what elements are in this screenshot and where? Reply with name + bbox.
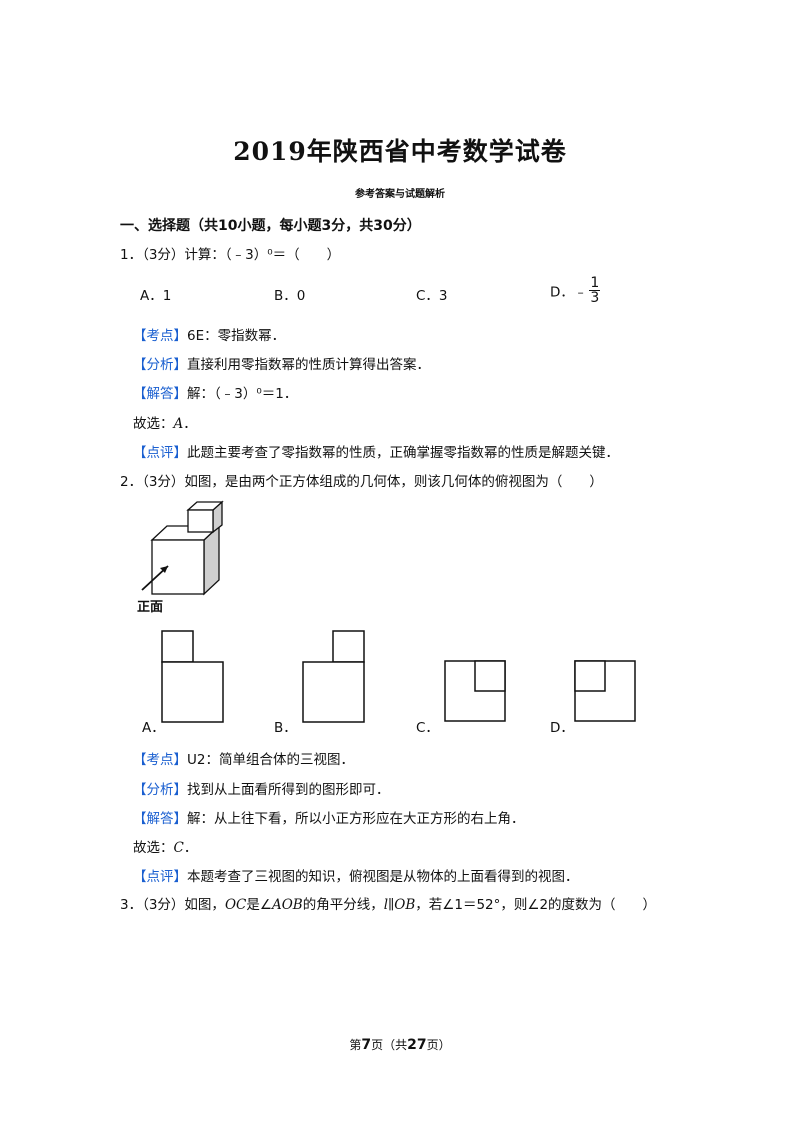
q3-oc: OC	[224, 897, 247, 913]
answer-prefix: 故选：	[133, 840, 174, 856]
two-cubes-figure	[141, 500, 224, 596]
answer-choice: C	[173, 840, 184, 856]
q2-option-a-figure	[161, 630, 224, 723]
q1-answer: 故选：A．	[133, 412, 197, 432]
answer-suffix: ．	[183, 840, 198, 856]
page-total: 27	[407, 1037, 427, 1053]
section-heading: 一、选择题（共10小题，每小题3分，共30分）	[120, 218, 421, 234]
q1-option-b: B．0	[274, 288, 306, 304]
q2-option-d: D．	[550, 720, 574, 736]
q1-kaodian: 【考点】6E：零指数幂．	[133, 324, 285, 344]
q2-answer: 故选：C．	[133, 836, 197, 856]
fenxi-tag: 【分析】	[133, 357, 187, 373]
dianping-tag: 【点评】	[133, 869, 187, 885]
answer-prefix: 故选：	[133, 416, 174, 432]
fraction-denominator: 3	[590, 290, 600, 306]
q2-fenxi: 【分析】找到从上面看所得到的图形即可．	[133, 778, 390, 798]
q1-option-a: A．1	[140, 288, 172, 304]
q3-stem-part: 是∠	[246, 897, 272, 913]
jieda-tag: 【解答】	[133, 811, 187, 827]
page-subtitle: 参考答案与试题解析	[355, 189, 445, 200]
dianping-text: 本题考查了三视图的知识，俯视图是从物体的上面看得到的视图．	[187, 869, 579, 885]
q3-stem-part: 3．（3分）如图，	[120, 897, 225, 913]
q1-dianping: 【点评】此题主要考查了零指数幂的性质，正确掌握零指数幂的性质是解题关键．	[133, 441, 619, 461]
answer-suffix: ．	[183, 416, 197, 432]
figure-label-front: 正面	[137, 600, 164, 615]
footer-text: 页）	[426, 1038, 451, 1052]
q3-stem-part: 的角平分线，	[302, 897, 384, 913]
fenxi-text: 找到从上面看所得到的图形即可．	[187, 782, 390, 798]
q2-stem: 2．（3分）如图，是由两个正方体组成的几何体，则该几何体的俯视图为（ ）	[120, 474, 603, 490]
q2-option-d-figure	[574, 660, 636, 722]
q2-jieda: 【解答】解：从上往下看，所以小正方形应在大正方形的右上角．	[133, 807, 525, 827]
q1-option-c: C．3	[416, 288, 448, 304]
footer-text: 第	[349, 1038, 362, 1052]
q2-option-b-figure	[302, 630, 365, 723]
q1-option-d-prefix: D．﹣	[550, 284, 588, 301]
jieda-text: 解：从上往下看，所以小正方形应在大正方形的右上角．	[187, 811, 525, 827]
jieda-text: 解：（﹣3）⁰＝1．	[187, 386, 298, 402]
page-title: 2019年陕西省中考数学试卷	[233, 137, 567, 166]
answer-choice: A	[173, 416, 184, 432]
q3-stem: 3．（3分）如图，OC是∠AOB的角平分线，l∥OB，若∠1＝52°，则∠2的度…	[120, 893, 656, 913]
fenxi-text: 直接利用零指数幂的性质计算得出答案．	[187, 357, 430, 373]
dianping-text: 此题主要考查了零指数幂的性质，正确掌握零指数幂的性质是解题关键．	[187, 445, 619, 461]
fenxi-tag: 【分析】	[133, 782, 187, 798]
q2-option-c: C．	[416, 720, 439, 736]
footer-text: 页（共	[371, 1038, 408, 1052]
jieda-tag: 【解答】	[133, 386, 187, 402]
kaodian-text: U2：简单组合体的三视图．	[187, 752, 354, 768]
q2-option-b: B．	[274, 720, 297, 736]
q1-fenxi: 【分析】直接利用零指数幂的性质计算得出答案．	[133, 353, 430, 373]
fraction-numerator: 1	[589, 275, 601, 291]
dianping-tag: 【点评】	[133, 445, 187, 461]
q3-parallel: l∥OB	[383, 897, 416, 913]
q1-stem: 1．（3分）计算：（﹣3）⁰＝（ ）	[120, 247, 341, 263]
q3-aob: AOB	[271, 897, 303, 913]
q1-jieda: 【解答】解：（﹣3）⁰＝1．	[133, 382, 297, 402]
q3-stem-part: ，若∠1＝52°，则∠2的度数为（ ）	[415, 897, 657, 913]
q2-option-c-figure	[444, 660, 506, 722]
q2-option-a: A．	[142, 720, 165, 736]
q2-kaodian: 【考点】U2：简单组合体的三视图．	[133, 748, 354, 768]
kaodian-text: 6E：零指数幂．	[187, 328, 286, 344]
kaodian-tag: 【考点】	[133, 328, 187, 344]
kaodian-tag: 【考点】	[133, 752, 187, 768]
page-footer: 第7页（共27页）	[0, 1036, 800, 1053]
q2-dianping: 【点评】本题考查了三视图的知识，俯视图是从物体的上面看得到的视图．	[133, 865, 579, 885]
page-number: 7	[361, 1037, 372, 1053]
